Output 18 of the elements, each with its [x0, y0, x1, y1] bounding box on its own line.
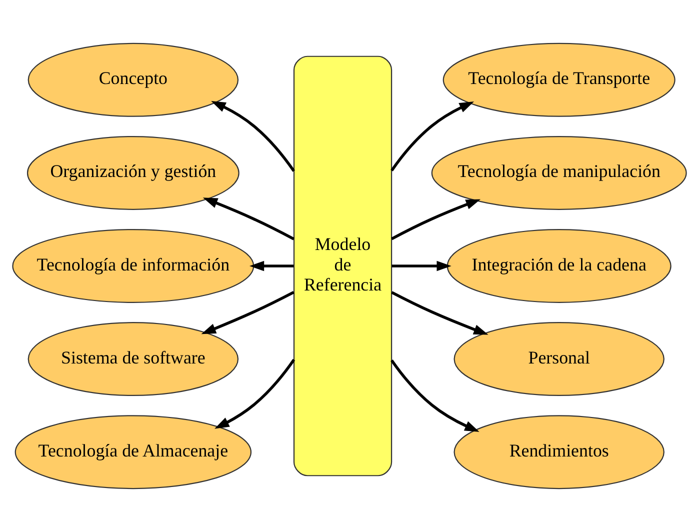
node-ellipse: Rendimientos — [454, 414, 664, 489]
arrow — [211, 100, 296, 172]
node-ellipse: Tecnología de información — [12, 228, 254, 302]
arrow — [202, 197, 294, 240]
arrow — [391, 198, 481, 240]
node-ellipse: Tecnología de Almacenaje — [14, 414, 252, 489]
arrow — [249, 260, 294, 271]
arrow — [214, 358, 296, 428]
node-ellipse: Personal — [454, 322, 664, 396]
arrow — [201, 290, 294, 334]
arrow — [392, 260, 452, 271]
arrow — [390, 358, 480, 432]
node-ellipse: Concepto — [28, 42, 239, 116]
node-ellipse: Tecnología de Transporte — [442, 42, 676, 116]
arrow — [390, 101, 474, 171]
node-box: Modelo de Referencia — [293, 55, 392, 476]
node-ellipse: Integración de la cadena — [446, 228, 672, 302]
arrow — [391, 290, 488, 334]
